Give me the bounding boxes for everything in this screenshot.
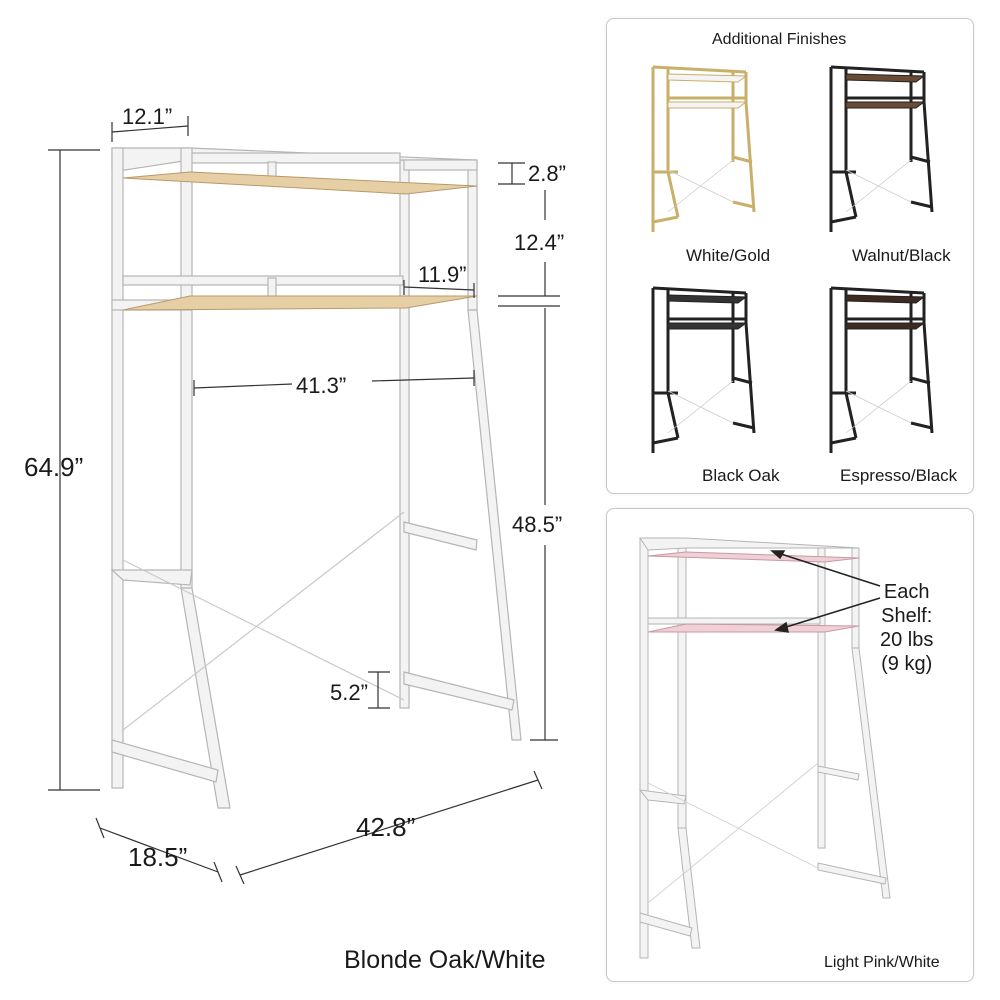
callout-line-4: (9 kg) — [881, 653, 933, 675]
pink-finish-label: Light Pink/White — [824, 954, 940, 971]
callout-line-1: Each — [883, 581, 930, 603]
finish-thumb-espresso-black — [829, 286, 934, 453]
shelf-capacity-callout: Each Shelf: 20 lbs (9 kg) — [880, 580, 933, 676]
dim-inner-width: 41.3” — [296, 373, 347, 398]
finish-label-walnut-black: Walnut/Black — [852, 246, 951, 265]
dim-base-width: 42.8” — [356, 812, 416, 842]
dim-clearance-height: 48.5” — [512, 512, 563, 537]
pink-shelf-drawing — [638, 537, 891, 959]
additional-finishes-title: Additional Finishes — [712, 31, 847, 48]
dim-depth-top: 12.1” — [122, 104, 173, 129]
light-pink-panel — [606, 508, 974, 982]
finish-label-espresso-black: Espresso/Black — [840, 466, 958, 485]
finish-label-black-oak: Black Oak — [702, 466, 780, 485]
dim-gap-top: 2.8” — [528, 161, 566, 186]
callout-line-3: 20 lbs — [880, 629, 934, 651]
finish-thumb-black-oak — [651, 286, 756, 453]
finish-thumb-white-gold — [651, 65, 756, 232]
dim-shelf-spacing: 12.4” — [514, 230, 565, 255]
finish-thumb-walnut-black — [829, 65, 934, 232]
callout-line-2: Shelf: — [881, 605, 933, 627]
finish-label-white-gold: White/Gold — [686, 246, 771, 265]
dim-foot-height: 5.2” — [330, 680, 368, 705]
main-finish-caption: Blonde Oak/White — [344, 946, 546, 974]
dim-total-height: 64.9” — [24, 452, 84, 482]
dim-base-depth: 18.5” — [128, 842, 188, 872]
dim-shelf-depth: 11.9” — [418, 262, 467, 287]
